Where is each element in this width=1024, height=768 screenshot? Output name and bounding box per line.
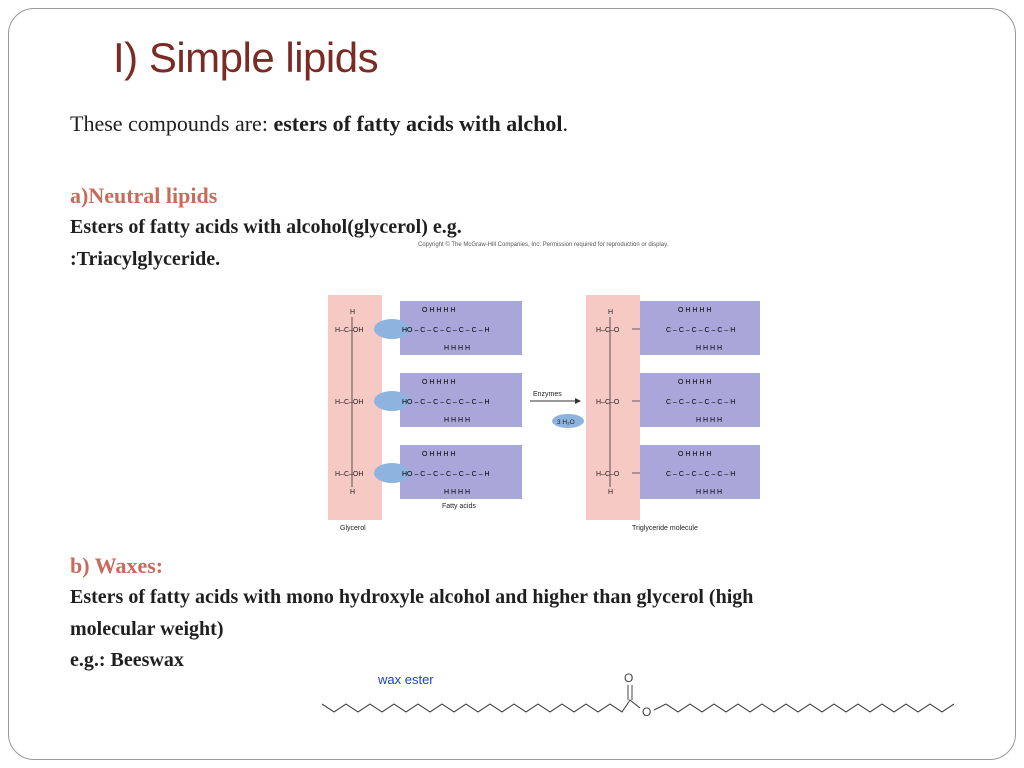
waxes-line1: Esters of fatty acids with mono hydroxyl… (70, 586, 754, 608)
ester2-chain: C – C – C – C – C – H (666, 399, 735, 406)
waxes-heading: b) Waxes: (70, 553, 163, 579)
ester2-top-row: O H H H H (678, 379, 711, 386)
reaction-arrow: Enzymes 3 H₂O (530, 391, 584, 428)
product-hco-2: H–C–O (596, 399, 620, 406)
figure-copyright: Copyright © The McGraw-Hill Companies, I… (418, 242, 669, 248)
triglyceride-figure: H H–C–OH H–C–OH H–C–OH H O H H H H HO – … (328, 295, 760, 532)
product-h-top: H (608, 309, 613, 316)
ester-chain-2: O H H H H C – C – C – C – C – H H H H H (640, 373, 760, 427)
ester1-chain: C – C – C – C – C – H (666, 327, 735, 334)
ester1-top-row: O H H H H (678, 307, 711, 314)
slide-title: I) Simple lipids (113, 34, 379, 81)
intro-bold: esters of fatty acids with alchol (273, 111, 563, 136)
fa3-top-row: O H H H H (422, 451, 455, 458)
fa1-chain: HO – C – C – C – C – C – H (402, 327, 490, 334)
wax-ester-o: O (642, 705, 651, 719)
glycerol-band (328, 295, 382, 520)
fatty-acid-1: O H H H H HO – C – C – C – C – C – H H H… (374, 301, 522, 355)
ester3-bottom-row: H H H H (696, 489, 722, 496)
glycerol-hcoh-1: H–C–OH (335, 327, 363, 334)
ester3-top-row: O H H H H (678, 451, 711, 458)
ester-chain-1: O H H H H C – C – C – C – C – H H H H H (640, 301, 760, 355)
fatty-acid-3: O H H H H HO – C – C – C – C – C – H H H… (374, 445, 522, 499)
fa2-chain: HO – C – C – C – C – C – H (402, 399, 490, 406)
intro-prefix: These compounds are: (70, 111, 274, 136)
waxes-line2: molecular weight) (70, 618, 224, 640)
intro-suffix: . (562, 111, 568, 136)
product-hco-1: H–C–O (596, 327, 620, 334)
glycerol-h-top: H (350, 309, 355, 316)
intro-line: These compounds are: esters of fatty aci… (70, 111, 568, 137)
glycerol-label: Glycerol (340, 525, 366, 532)
waxes-heading-text: b) Waxes (70, 553, 156, 578)
fa1-bottom-row: H H H H (444, 345, 470, 352)
waxes-line3: e.g.: Beeswax (70, 649, 184, 671)
slide-frame (8, 8, 1016, 760)
fa3-bottom-row: H H H H (444, 489, 470, 496)
product-hco-3: H–C–O (596, 471, 620, 478)
product-glycerol-band (586, 295, 640, 520)
wax-carbonyl-o: O (624, 671, 633, 685)
wax-fatty-chain (321, 699, 641, 713)
fa1-top-row: O H H H H (422, 307, 455, 314)
glycerol-h-bottom: H (350, 489, 355, 496)
glycerol-structure: H H–C–OH H–C–OH H–C–OH H (335, 309, 363, 496)
waxes-heading-colon: : (155, 553, 164, 578)
neutral-lipids-line2: :Triacylglyceride. (70, 248, 221, 270)
ester1-bottom-row: H H H H (696, 345, 722, 352)
triglyceride-label: Triglyceride molecule (632, 525, 698, 532)
fa2-bottom-row: H H H H (444, 417, 470, 424)
ester-chain-3: O H H H H C – C – C – C – C – H H H H H (640, 445, 760, 499)
ester3-chain: C – C – C – C – C – H (666, 471, 735, 478)
product-h-bottom: H (608, 489, 613, 496)
wax-alcohol-chain (653, 703, 955, 713)
fa3-chain: HO – C – C – C – C – C – H (402, 471, 490, 478)
glycerol-hcoh-3: H–C–OH (335, 471, 363, 478)
enzymes-label: Enzymes (533, 391, 562, 398)
wax-ester-structure: wax ester O O (321, 671, 955, 719)
fatty-acid-2: O H H H H HO – C – C – C – C – C – H H H… (374, 373, 522, 427)
fa2-top-row: O H H H H (422, 379, 455, 386)
water-label: 3 H₂O (557, 419, 575, 426)
wax-ester-label: wax ester (377, 672, 434, 687)
neutral-lipids-heading: a)Neutral lipids (70, 183, 218, 208)
fatty-acids-label: Fatty acids (442, 503, 476, 510)
glycerol-hcoh-2: H–C–OH (335, 399, 363, 406)
neutral-lipids-line1: Esters of fatty acids with alcohol(glyce… (70, 216, 462, 238)
ester2-bottom-row: H H H H (696, 417, 722, 424)
